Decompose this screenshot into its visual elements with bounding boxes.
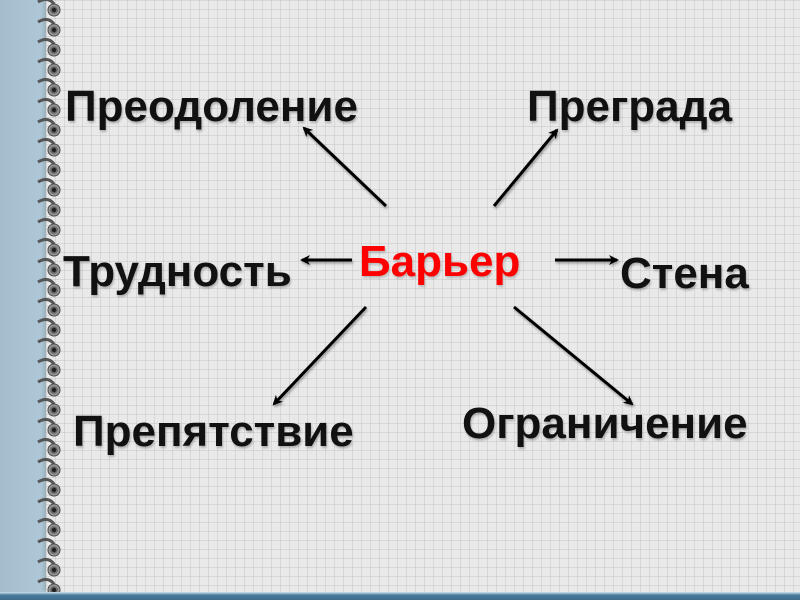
arrow-to-bottom-right bbox=[513, 305, 634, 406]
node-right: Стена bbox=[620, 249, 749, 298]
node-left: Трудность bbox=[63, 247, 292, 296]
bottom-bar bbox=[0, 592, 800, 600]
node-bottom-left: Препятствие bbox=[73, 407, 354, 456]
arrow-to-top-right bbox=[492, 128, 559, 207]
node-top-right: Преграда bbox=[527, 82, 733, 131]
center-node: Барьер bbox=[359, 237, 521, 286]
notebook-page bbox=[46, 0, 800, 592]
arrow-to-bottom-left bbox=[272, 305, 368, 406]
arrow-to-top-left bbox=[302, 126, 388, 208]
node-bottom-right: Ограничение bbox=[462, 399, 748, 448]
node-top-left: Преодоление bbox=[65, 82, 358, 131]
